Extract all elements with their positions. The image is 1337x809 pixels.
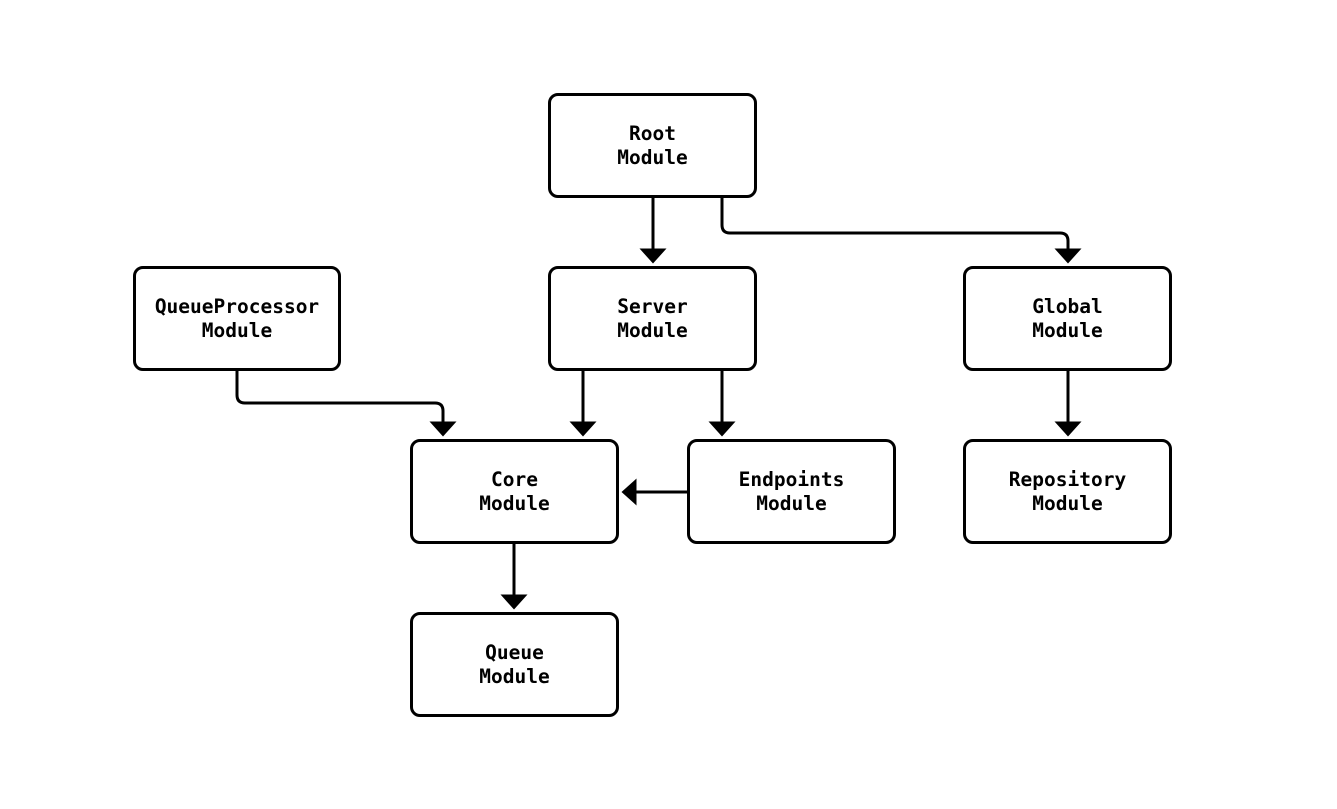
node-global-module: Global Module (963, 266, 1172, 371)
edge-root-to-global (720, 198, 1082, 264)
node-label: Endpoints Module (738, 467, 845, 515)
node-label: Global Module (1032, 294, 1103, 342)
node-endpoints-module: Endpoints Module (687, 439, 896, 544)
node-label: Core Module (479, 467, 550, 515)
node-queueprocessor-module: QueueProcessor Module (133, 266, 341, 371)
edge-queueprocessor-to-core (235, 371, 457, 437)
node-label: Root Module (617, 121, 688, 169)
node-label: Repository Module (1008, 467, 1127, 515)
node-label: QueueProcessor Module (154, 294, 320, 342)
node-core-module: Core Module (410, 439, 619, 544)
node-label: Server Module (617, 294, 688, 342)
node-server-module: Server Module (548, 266, 757, 371)
node-repository-module: Repository Module (963, 439, 1172, 544)
node-root-module: Root Module (548, 93, 757, 198)
node-queue-module: Queue Module (410, 612, 619, 717)
node-label: Queue Module (479, 640, 550, 688)
